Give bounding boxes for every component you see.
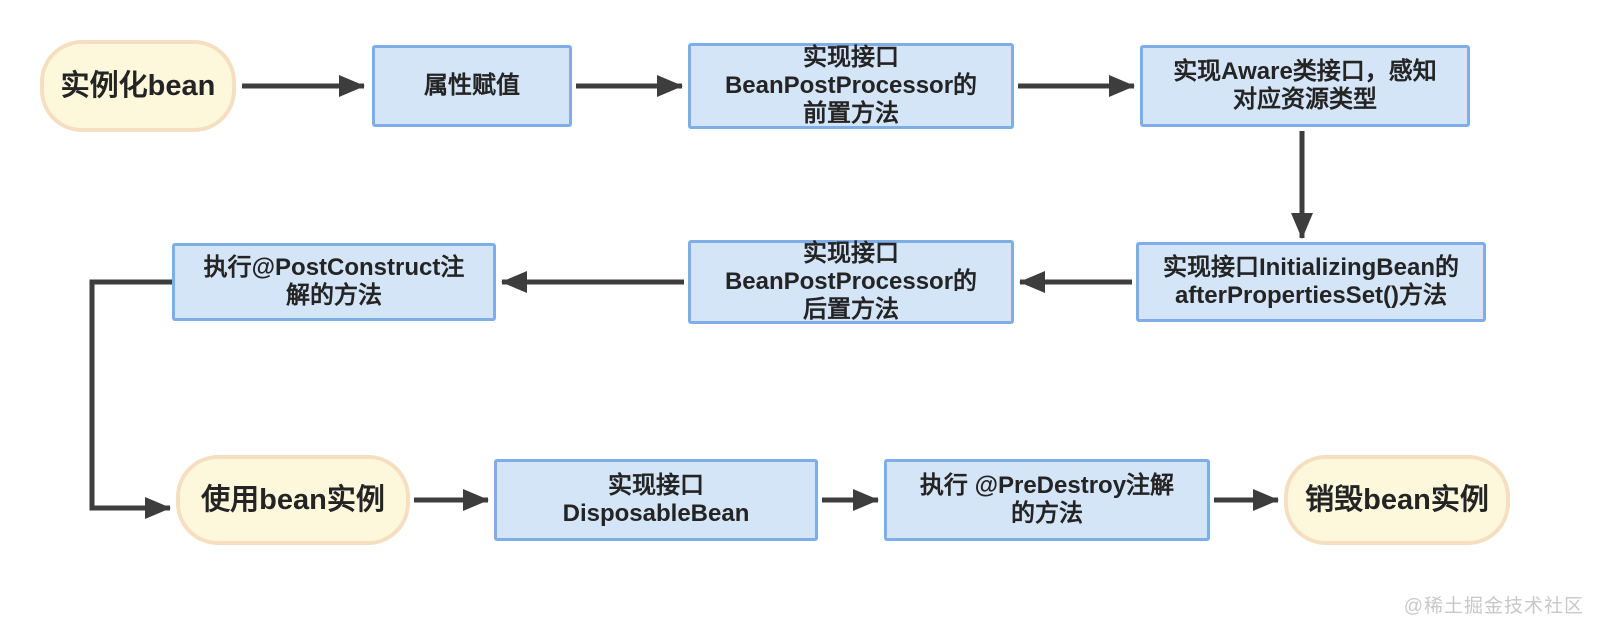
node-label: 实例化bean xyxy=(60,69,216,102)
node-label: 使用bean实例 xyxy=(201,483,385,516)
node-destroy-bean: 销毁bean实例 xyxy=(1284,455,1510,545)
node-post-construct: 执行@PostConstruct注 解的方法 xyxy=(172,243,496,321)
node-label: 实现接口 BeanPostProcessor的 后置方法 xyxy=(724,240,978,323)
node-disposable-bean: 实现接口 DisposableBean xyxy=(494,459,818,541)
node-label: 销毁bean实例 xyxy=(1305,483,1489,516)
node-label: 实现Aware类接口，感知 对应资源类型 xyxy=(1173,58,1437,113)
node-populate-properties: 属性赋值 xyxy=(372,45,572,127)
node-label: 属性赋值 xyxy=(424,72,520,99)
node-instantiate-bean: 实例化bean xyxy=(40,40,236,132)
node-label: 执行@PostConstruct注 解的方法 xyxy=(203,254,465,309)
node-initializing-bean: 实现接口InitializingBean的 afterPropertiesSet… xyxy=(1136,242,1486,322)
node-label: 实现接口 DisposableBean xyxy=(562,472,750,527)
edge-postconstruct-to-use xyxy=(89,279,172,519)
node-bpp-after: 实现接口 BeanPostProcessor的 后置方法 xyxy=(688,240,1014,324)
node-use-bean: 使用bean实例 xyxy=(176,455,410,545)
node-bpp-before: 实现接口 BeanPostProcessor的 前置方法 xyxy=(688,43,1014,129)
node-pre-destroy: 执行 @PreDestroy注解 的方法 xyxy=(884,459,1210,541)
node-aware-interfaces: 实现Aware类接口，感知 对应资源类型 xyxy=(1140,45,1470,127)
node-label: 执行 @PreDestroy注解 的方法 xyxy=(919,472,1175,527)
node-label: 实现接口 BeanPostProcessor的 前置方法 xyxy=(724,44,978,127)
watermark: @稀土掘金技术社区 xyxy=(1403,596,1584,617)
node-label: 实现接口InitializingBean的 afterPropertiesSet… xyxy=(1162,254,1459,309)
